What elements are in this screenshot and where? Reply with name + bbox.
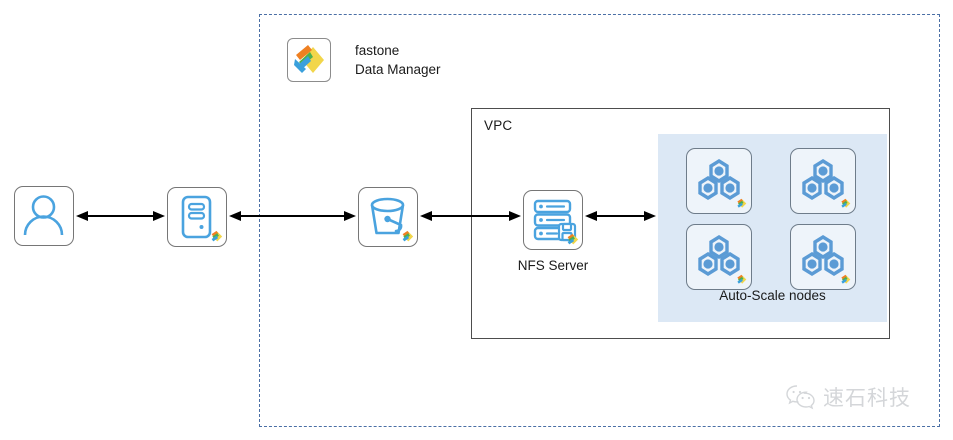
arrow-workstation-to-bucket — [229, 208, 356, 224]
fastone-badge-icon — [841, 198, 851, 208]
autoscale-node-1[interactable] — [686, 148, 752, 214]
arrow-nfs-to-autoscale — [585, 208, 656, 224]
fastone-badge-icon — [841, 274, 851, 284]
hexagon-cluster-icon — [698, 158, 740, 201]
watermark-text: 速石科技 — [823, 386, 911, 410]
arrow-bucket-to-nfs — [420, 208, 521, 224]
fastone-badge-icon — [402, 230, 414, 242]
hexagon-cluster-icon — [802, 234, 844, 277]
nfs-server-tile[interactable] — [523, 190, 583, 250]
hexagon-cluster-icon — [802, 158, 844, 201]
autoscale-label: Auto-Scale nodes — [719, 288, 826, 303]
fastone-badge-icon — [211, 230, 223, 242]
wechat-icon — [786, 385, 815, 410]
fastone-diamond-logo-icon — [294, 45, 324, 73]
workstation-icon — [181, 195, 212, 239]
autoscale-node-4[interactable] — [790, 224, 856, 290]
fastone-badge-icon — [737, 198, 747, 208]
brand-line-2: Data Manager — [355, 62, 441, 77]
watermark: 速石科技 — [786, 382, 911, 412]
brand-line-1: fastone — [355, 43, 400, 58]
autoscale-node-3[interactable] — [686, 224, 752, 290]
vpc-label: VPC — [484, 118, 513, 133]
storage-bucket-icon — [370, 197, 405, 235]
hexagon-cluster-icon — [698, 234, 740, 277]
autoscale-node-2[interactable] — [790, 148, 856, 214]
fastone-badge-icon — [567, 233, 579, 245]
user-icon — [23, 195, 64, 236]
brand-text: fastone Data Manager — [355, 41, 441, 79]
cloud-boundary — [259, 14, 940, 427]
user-tile[interactable] — [14, 186, 74, 246]
arrow-user-to-workstation — [76, 208, 165, 224]
fastone-badge-icon — [737, 274, 747, 284]
workstation-tile[interactable] — [167, 187, 227, 247]
storage-bucket-tile[interactable] — [358, 187, 418, 247]
fastone-logo-box — [287, 38, 331, 82]
nfs-server-caption: NFS Server — [517, 258, 589, 273]
